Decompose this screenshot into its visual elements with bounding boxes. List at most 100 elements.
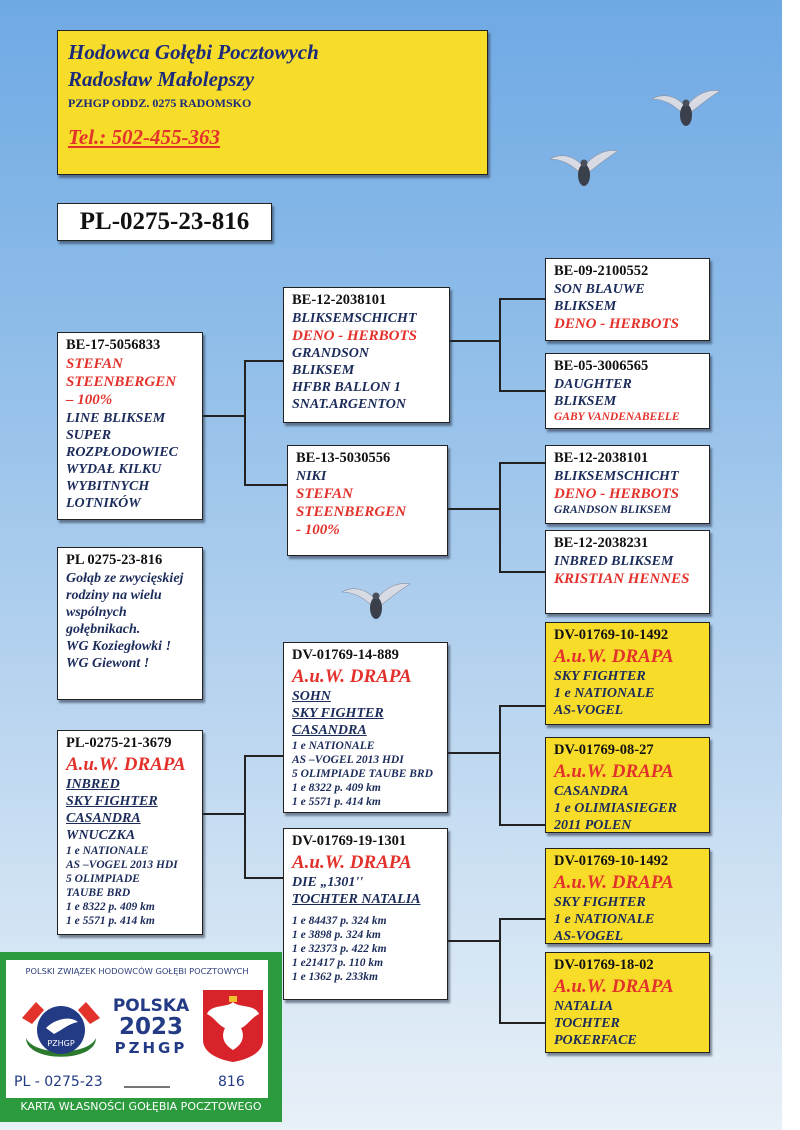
- pedigree-line: LOTNIKÓW: [66, 495, 141, 511]
- pedigree-line: GRANDSON BLIKSEM: [554, 504, 672, 517]
- pedigree-line: 1 e NATIONALE: [292, 740, 375, 753]
- card-signature-line: [124, 1086, 170, 1088]
- ring-id: BE-05-3006565: [554, 358, 649, 374]
- connector-line: [499, 571, 545, 573]
- pedigree-line: 1 e 8322 p. 409 km: [292, 782, 381, 795]
- pedigree-line: GABY VANDENABEELE: [554, 410, 680, 423]
- pedigree-line: BLIKSEM: [554, 298, 617, 314]
- pigeon-icon: [548, 150, 619, 186]
- pigeon-ring-number: PL-0275-23-816: [57, 203, 272, 241]
- ring-id: BE-12-2038101: [292, 292, 387, 308]
- page-edge: [782, 0, 800, 1130]
- pedigree-line: INBRED: [66, 776, 120, 792]
- pedigree-line: SNAT.ARGENTON: [292, 397, 406, 413]
- pedigree-line: 1 e 8322 p. 409 km: [66, 901, 155, 914]
- connector-line: [499, 824, 545, 826]
- pigeon-icon: [650, 90, 721, 126]
- ring-id: BE-17-5056833: [66, 337, 161, 353]
- pedigree-line: TOCHTER: [554, 1015, 620, 1031]
- pedigree-line: STEFAN: [296, 485, 353, 502]
- connector-line: [499, 918, 501, 1023]
- ring-id: DV-01769-19-1301: [292, 833, 407, 849]
- pedigree-line: CASANDRA: [292, 723, 367, 739]
- pedigree-line: gołębnikach.: [66, 621, 141, 637]
- connector-line: [499, 705, 501, 825]
- connector-line: [448, 508, 500, 510]
- pedigree-line: WG Giewont !: [66, 656, 150, 672]
- pedigree-line: A.u.W. DRAPA: [292, 851, 412, 873]
- pedigree-line: STEFAN: [66, 355, 123, 372]
- pedigree-line: A.u.W. DRAPA: [292, 665, 412, 687]
- ring-id: PL-0275-21-3679: [66, 735, 172, 751]
- pedigree-line: AS-VOGEL: [554, 929, 624, 945]
- pedigree-line: A.u.W. DRAPA: [554, 871, 674, 893]
- pedigree-line: A.u.W. DRAPA: [554, 760, 674, 782]
- card-year: 2023: [118, 1014, 183, 1040]
- connector-line: [203, 813, 245, 815]
- pedigree-line: A.u.W. DRAPA: [66, 753, 186, 775]
- pedigree-line: ROZPŁODOWIEC: [66, 444, 179, 460]
- ring-id: DV-01769-10-1492: [554, 627, 669, 643]
- connector-line: [499, 462, 501, 572]
- connector-line: [244, 360, 246, 485]
- pedigree-line: KRISTIAN HENNES: [554, 570, 690, 587]
- header-title: Hodowca Gołębi Pocztowych: [68, 40, 319, 64]
- pedigree-line: A.u.W. DRAPA: [554, 645, 674, 667]
- pedigree-line: DIE „1301'': [292, 874, 364, 890]
- pedigree-line: TOCHTER NATALIA: [292, 891, 421, 907]
- connector-line: [244, 755, 283, 757]
- pedigree-line: HFBR BALLON 1: [292, 380, 401, 396]
- pedigree-line: CASANDRA: [554, 783, 629, 799]
- pedigree-line: WG Koziegłowki !: [66, 639, 172, 654]
- connector-line: [448, 752, 500, 754]
- connector-line: [499, 390, 545, 392]
- pedigree-line: – 100%: [66, 392, 113, 409]
- pzhgp-logo-icon: PZHGP: [22, 1002, 100, 1057]
- ring-id: PL 0275-23-816: [66, 552, 163, 568]
- pedigree-line: CASANDRA: [66, 811, 141, 827]
- pedigree-line: LINE BLIKSEM: [66, 410, 166, 426]
- ownership-card: POLSKI ZWIĄZEK HODOWCÓW GOŁĘBI POCZTOWYC…: [0, 952, 282, 1122]
- pedigree-line: DAUGHTER: [554, 376, 632, 392]
- pedigree-line: 1 e 3898 p. 324 km: [292, 929, 381, 942]
- pedigree-line: AS –VOGEL 2013 HDI: [66, 859, 178, 872]
- pedigree-line: 1 e NATIONALE: [554, 685, 655, 701]
- pedigree-line: NIKI: [296, 468, 327, 484]
- pedigree-line: DENO - HERBOTS: [554, 485, 680, 502]
- breeder-name: Radosław Małolepszy: [68, 67, 255, 92]
- pedigree-line: 1 e 5571 p. 414 km: [66, 915, 155, 928]
- connector-line: [244, 484, 287, 486]
- pedigree-line: BLIKSEMSCHICHT: [554, 468, 679, 484]
- pedigree-line: 5 OLIMPIADE TAUBE BRD: [292, 768, 433, 781]
- pedigree-line: 1 e OLIMIASIEGER: [554, 800, 677, 816]
- pedigree-line: AS-VOGEL: [554, 703, 624, 719]
- pedigree-line: Gołąb ze zwycięskiej: [66, 570, 184, 586]
- ring-id: DV-01769-18-02: [554, 957, 654, 973]
- pedigree-line: SKY FIGHTER: [66, 793, 158, 809]
- ring-id: DV-01769-08-27: [554, 742, 654, 758]
- polish-eagle-emblem-icon: [203, 990, 263, 1062]
- pedigree-line: SON BLAUWE: [554, 281, 645, 297]
- pedigree-line: 2011 POLEN: [554, 818, 632, 834]
- connector-line: [499, 462, 545, 464]
- pedigree-line: 1 e NATIONALE: [66, 845, 149, 858]
- pedigree-line: GRANDSON: [292, 346, 370, 362]
- connector-line: [244, 755, 246, 878]
- ring-id: BE-12-2038231: [554, 535, 649, 551]
- card-footer: KARTA WŁASNOŚCI GOŁĘBIA POCZTOWEGO: [20, 1100, 262, 1113]
- pedigree-line: DENO - HERBOTS: [292, 327, 418, 344]
- card-country: POLSKA: [112, 996, 190, 1016]
- connector-line: [499, 298, 545, 300]
